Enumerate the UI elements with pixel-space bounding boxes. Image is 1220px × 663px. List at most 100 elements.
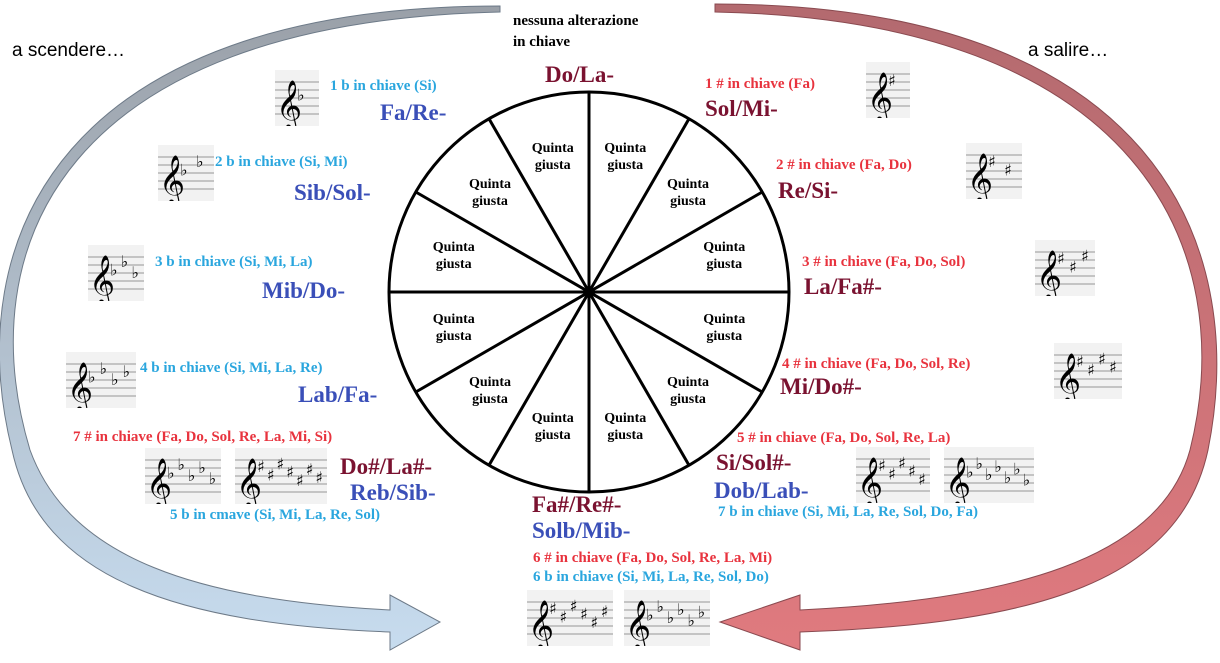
wheel-spoke xyxy=(487,118,691,466)
sig-7-sharps: 7 # in chiave (Fa, Do, Sol, Re, La, Mi, … xyxy=(73,429,333,445)
treble-clef-icon: 𝄞 xyxy=(89,255,115,301)
key-solb-mib: Solb/Mib- xyxy=(532,518,631,543)
key-sib-sol: Sib/Sol- xyxy=(294,180,371,205)
sig-3-sharps: 3 # in chiave (Fa, Do, Sol) xyxy=(802,254,966,270)
wedge-label-line1: Quinta xyxy=(604,140,647,156)
key-signature-staff: 𝄞♯♯♯♯♯♯ xyxy=(527,590,613,646)
flat-icon: ♭ xyxy=(88,367,96,386)
key-sol-mi: Sol/Mi- xyxy=(705,96,778,121)
flat-icon: ♭ xyxy=(167,463,175,482)
sharp-icon: ♯ xyxy=(908,462,916,481)
treble-clef-icon: 𝄞 xyxy=(159,155,185,201)
sig-3-flats: 3 b in chiave (Si, Mi, La) xyxy=(155,254,313,270)
no-accidentals-label: nessuna alterazione in chiave xyxy=(513,11,638,53)
flat-icon: ♭ xyxy=(1023,471,1031,490)
key-lab-fa: Lab/Fa- xyxy=(298,382,378,407)
treble-clef-icon: 𝄞 xyxy=(625,600,651,646)
key-si-sol-sharp: Si/Sol#- xyxy=(716,450,792,475)
sharp-icon: ♯ xyxy=(601,602,609,621)
treble-clef-icon: 𝄞 xyxy=(867,72,893,118)
treble-clef-icon: 𝄞 xyxy=(857,457,883,503)
key-signature-staff: 𝄞♭♭ xyxy=(158,145,214,201)
flat-icon: ♭ xyxy=(209,469,217,488)
sharp-icon: ♯ xyxy=(570,596,578,615)
flat-icon: ♭ xyxy=(1013,460,1021,479)
sig-1-sharp: 1 # in chiave (Fa) xyxy=(705,76,815,92)
flat-icon: ♭ xyxy=(667,608,675,627)
key-fa-sharp-re-sharp: Fa#/Re#- xyxy=(532,492,622,517)
wedge-label-line1: Quinta xyxy=(432,239,475,255)
sharp-icon: ♯ xyxy=(898,453,906,472)
sharp-icon: ♯ xyxy=(306,460,314,479)
sharp-icon: ♯ xyxy=(888,464,896,483)
wedge-label-line2: giusta xyxy=(670,194,706,209)
wedge-label-line2: giusta xyxy=(472,391,508,407)
key-do-sharp-la-sharp: Do#/La#- xyxy=(340,454,432,479)
wedge-label-line2: giusta xyxy=(534,428,571,444)
key-signature-staff: 𝄞♭♭♭♭♭♭♭ xyxy=(944,447,1034,503)
wedge-label-line1: Quinta xyxy=(531,411,574,427)
flat-icon: ♭ xyxy=(985,465,993,484)
key-signature-staff: 𝄞♯♯♯ xyxy=(1035,240,1095,296)
key-dob-lab: Dob/Lab- xyxy=(714,478,809,503)
sig-4-sharps: 4 # in chiave (Fa, Do, Sol, Re) xyxy=(782,356,971,372)
flat-icon: ♭ xyxy=(198,458,206,477)
sharp-icon: ♯ xyxy=(1087,360,1095,379)
flat-icon: ♭ xyxy=(123,362,131,381)
sharp-icon: ♯ xyxy=(286,463,294,482)
wedge-label-line1: Quinta xyxy=(468,374,512,390)
sharp-icon: ♯ xyxy=(559,607,567,626)
sharp-icon: ♯ xyxy=(1081,246,1089,265)
key-mi-do-sharp: Mi/Do#- xyxy=(780,374,862,399)
circle-wheel xyxy=(387,90,791,494)
wedge-label-line1: Quinta xyxy=(703,312,746,328)
flat-icon: ♭ xyxy=(177,455,185,474)
flat-icon: ♭ xyxy=(131,263,139,282)
sharp-icon: ♯ xyxy=(1069,257,1077,276)
sharp-icon: ♯ xyxy=(580,605,588,624)
treble-clef-icon: 𝄞 xyxy=(67,362,93,408)
treble-clef-icon: 𝄞 xyxy=(967,153,993,199)
descending-label: a scendere… xyxy=(12,40,126,61)
treble-clef-icon: 𝄞 xyxy=(528,600,554,646)
sig-2-sharps: 2 # in chiave (Fa, Do) xyxy=(776,157,912,173)
treble-clef-icon: 𝄞 xyxy=(236,458,262,504)
wedge-label-line2: giusta xyxy=(706,329,743,345)
key-mib-do: Mib/Do- xyxy=(262,278,346,303)
sharp-icon: ♯ xyxy=(888,71,896,90)
sharp-icon: ♯ xyxy=(1109,358,1117,377)
flat-icon: ♭ xyxy=(656,597,664,616)
ascending-arrow xyxy=(714,3,1218,651)
key-signature-staff: 𝄞♯♯ xyxy=(966,143,1022,199)
ascending-label: a salire… xyxy=(1028,40,1109,61)
wedge-label-line2: giusta xyxy=(435,256,472,272)
key-signature-staff: 𝄞♯♯♯♯♯ xyxy=(856,447,930,503)
wedge-label-line2: giusta xyxy=(607,157,644,173)
flat-icon: ♭ xyxy=(196,152,204,171)
flat-icon: ♭ xyxy=(188,466,196,485)
wedge-label-line1: Quinta xyxy=(604,411,647,427)
flat-icon: ♭ xyxy=(111,370,119,389)
sig-1-flat: 1 b in chiave (Si) xyxy=(330,78,437,94)
wedge-label-line2: giusta xyxy=(435,329,472,345)
flat-icon: ♭ xyxy=(646,605,654,624)
wedge-label-line1: Quinta xyxy=(468,177,512,192)
descending-arrow xyxy=(0,5,501,651)
flat-icon: ♭ xyxy=(966,462,974,481)
flat-icon: ♭ xyxy=(110,260,118,279)
sig-2-flats: 2 b in chiave (Si, Mi) xyxy=(215,154,348,170)
sig-5-sharps: 5 # in chiave (Fa, Do, Sol, Re, La) xyxy=(737,430,951,446)
flat-icon: ♭ xyxy=(297,85,305,104)
flat-icon: ♭ xyxy=(677,600,685,619)
sig-6-sharps: 6 # in chiave (Fa, Do, Sol, Re, La, Mi) xyxy=(533,550,773,566)
sharp-icon: ♯ xyxy=(549,599,557,618)
sharp-icon: ♯ xyxy=(1057,249,1065,268)
sharp-icon: ♯ xyxy=(276,454,284,473)
no-accidentals-line1: nessuna alterazione xyxy=(513,13,639,29)
